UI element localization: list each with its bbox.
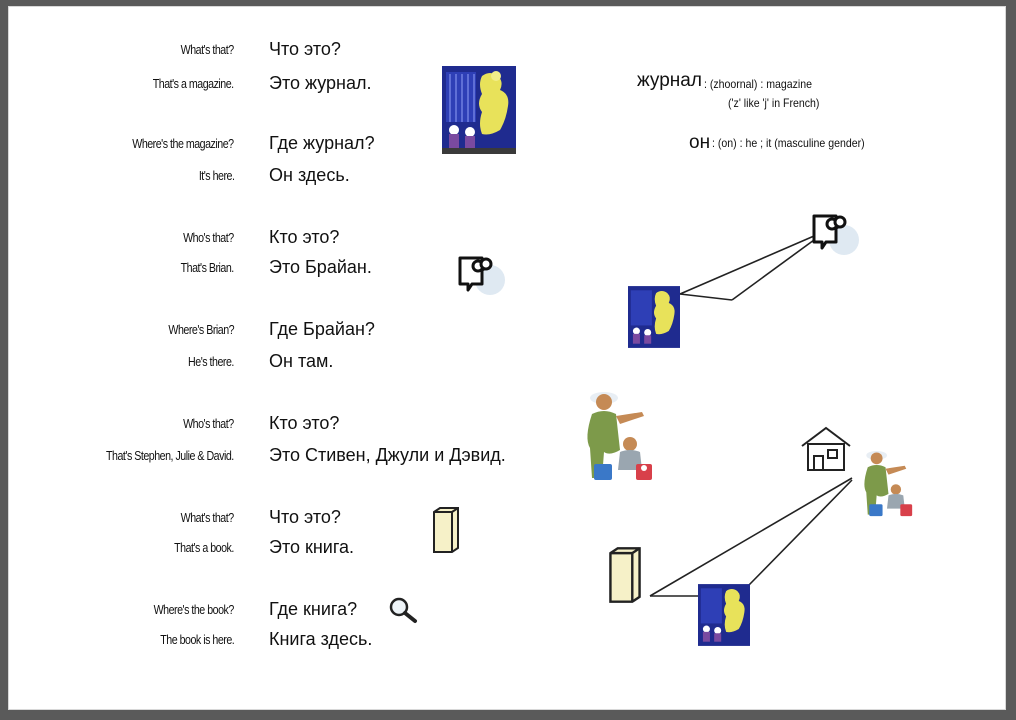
english-phrase: That's Stephen, Julie & David. [106,448,234,463]
connector-line [679,235,815,295]
book-icon [433,507,459,553]
russian-phrase: Где Брайан? [269,319,375,339]
magazine-icon [442,66,516,154]
vocab-word-zhurnal: журнал [637,70,702,91]
english-phrase: Who's that? [183,416,234,431]
russian-phrase: Он там. [269,351,334,371]
person-icon [812,214,859,255]
russian-phrase: Это книга. [269,537,355,557]
house-icon [801,426,851,471]
book-icon [609,547,641,603]
english-phrase: That's Brian. [180,260,235,275]
russian-phrase: Где журнал? [269,133,375,153]
connector-line [731,239,815,301]
russian-phrase: Он здесь. [269,165,350,185]
russian-phrase: Книга здесь. [269,629,373,649]
russian-phrase: Что это? [269,507,341,527]
english-phrase: What's that? [180,42,235,57]
russian-phrase: Кто это? [269,413,340,433]
connector-line [649,477,853,597]
vocab-gloss-zhurnal: : (zhoornal) : magazine [704,77,813,91]
connector-line [679,293,733,301]
english-phrase: It's here. [198,168,234,183]
vocab-hint-zhurnal: ('z' like 'j' in French) [728,96,820,110]
vocab-word-on: он [689,132,711,153]
connector-lines [649,235,853,597]
english-phrase: Where's the magazine? [132,136,235,151]
magazine-icon [628,286,680,348]
english-phrase: Where's the book? [153,602,235,617]
magnifier-icon [389,597,417,623]
russian-phrase: Кто это? [269,227,340,247]
lesson-slide: What's that? That's a magazine. Where's … [8,6,1006,710]
russian-phrase: Это журнал. [269,73,372,93]
english-phrase: That's a book. [174,540,234,555]
russian-phrase: Где книга? [269,599,358,619]
english-phrase: He's there. [188,354,234,369]
russian-phrase: Это Стивен, Джули и Дэвид. [269,445,506,465]
magazine-icon [698,584,750,646]
vocab-gloss-on: : (on) : he ; it (masculine gender) [712,136,865,150]
english-phrase: Who's that? [183,230,234,245]
person-icon [458,256,505,295]
english-phrase: The book is here. [159,632,234,647]
english-phrase: That's a magazine. [153,76,234,91]
people-icon [587,392,652,480]
english-phrase: What's that? [180,510,235,525]
english-phrase: Where's Brian? [168,322,234,337]
russian-phrase: Что это? [269,39,341,59]
connector-line [747,479,853,587]
russian-phrase: Это Брайан. [269,257,372,277]
people-icon [864,450,913,517]
